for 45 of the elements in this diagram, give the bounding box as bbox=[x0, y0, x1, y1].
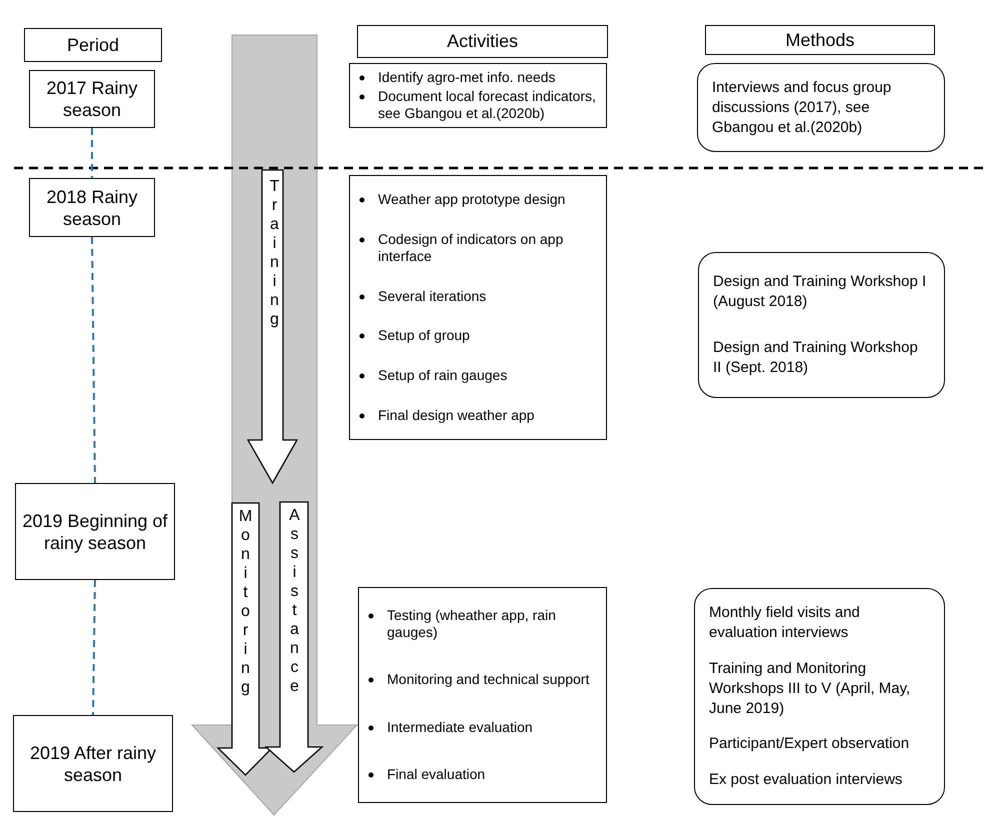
activity-item: Codesign of indicators on app interface bbox=[378, 230, 564, 265]
method-item: Training and Monitoring Workshops III to V (April, May, June 2019) bbox=[709, 658, 912, 719]
activity-box bbox=[349, 63, 607, 128]
activity-item: Intermediate evaluation bbox=[387, 718, 534, 736]
activity-item: Final evaluation bbox=[387, 766, 486, 783]
period-box bbox=[13, 715, 173, 812]
method-box bbox=[697, 63, 945, 152]
method-box bbox=[694, 588, 945, 805]
activity-item: Final design weather app bbox=[378, 406, 536, 424]
header-text: Activities bbox=[446, 31, 518, 52]
activity-item: Weather app prototype design bbox=[378, 191, 566, 208]
method-item: Participant/Expert observation bbox=[709, 734, 910, 754]
activity-item: Testing (wheather app, rain gauges) bbox=[387, 607, 557, 642]
period-label: 2017 Rainy season bbox=[45, 77, 139, 121]
method-item: Design and Training Workshop II (Sept. 2018) bbox=[713, 338, 919, 378]
column-header bbox=[24, 28, 162, 62]
activity-item: Setup of rain gauges bbox=[378, 366, 508, 384]
activity-item: Several iterations bbox=[378, 288, 488, 305]
arrow-label: Monitoring bbox=[236, 508, 254, 698]
method-item: Ex post evaluation interviews bbox=[709, 770, 904, 790]
header-text: Methods bbox=[785, 30, 855, 50]
activity-item: Monitoring and technical support bbox=[387, 671, 590, 688]
arrow-label: Training bbox=[265, 178, 283, 330]
timeline-line bbox=[92, 580, 96, 716]
column-header bbox=[357, 25, 608, 58]
activity-box bbox=[349, 175, 607, 440]
period-box bbox=[29, 178, 155, 237]
timeline-line bbox=[91, 236, 96, 484]
period-label: 2019 Beginning of rainy season bbox=[21, 510, 169, 554]
column-header bbox=[705, 25, 935, 55]
method-item: Monthly field visits and evaluation interviews bbox=[709, 602, 861, 643]
header-text: Period bbox=[66, 34, 120, 56]
method-item: Interviews and focus group discussions (2017), see Gbangou et al.(2020b) bbox=[712, 78, 892, 138]
method-item: Design and Training Workshop I (August 2018) bbox=[713, 272, 928, 312]
timeline-line bbox=[91, 128, 93, 178]
period-box bbox=[15, 483, 175, 580]
activity-item: Setup of group bbox=[378, 327, 471, 344]
period-box bbox=[29, 70, 155, 128]
activity-box bbox=[358, 587, 607, 803]
period-label: 2019 After rainy season bbox=[28, 742, 158, 786]
period-label: 2018 Rainy season bbox=[45, 186, 139, 230]
method-box bbox=[698, 252, 945, 398]
activity-item: Document local forecast indicators, see Gbangou et al.(2020b) bbox=[378, 88, 597, 122]
arrow-label: Assistance bbox=[285, 507, 303, 697]
activity-item: Identify agro-met info. needs bbox=[378, 69, 556, 86]
